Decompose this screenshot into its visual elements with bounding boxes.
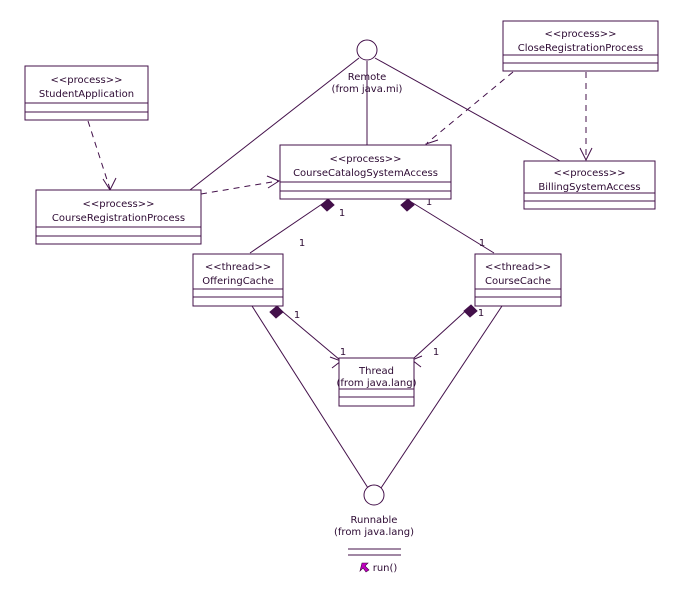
edge-catalog-to-course-cache	[407, 199, 495, 254]
class-name: CourseCache	[485, 276, 551, 287]
interface-name: Runnable	[351, 515, 398, 526]
public-operation-marker-icon	[359, 562, 370, 573]
class-node-billing-system-access[interactable]: <<process>> BillingSystemAccess	[523, 160, 656, 210]
composition-diamond-course-cache-thread	[463, 304, 478, 318]
class-node-student-application[interactable]: <<process>> StudentApplication	[24, 65, 149, 121]
multiplicity-label: 1	[478, 308, 484, 319]
edge-course-registration-to-course-catalog	[200, 180, 279, 195]
composition-diamond-offering-thread	[269, 305, 284, 319]
edge-catalog-to-offering-cache	[249, 199, 329, 254]
edge-offering-cache-to-thread	[276, 306, 341, 361]
class-stereotype: <<thread>>	[205, 262, 271, 273]
class-name: Thread	[358, 366, 394, 377]
class-stereotype: <<process>>	[545, 29, 617, 40]
class-node-thread[interactable]: Thread (from java.lang)	[337, 357, 417, 407]
class-node-course-cache[interactable]: <<thread>> CourseCache	[474, 253, 562, 307]
multiplicity-label: 1	[479, 238, 485, 249]
edge-remote-to-course-registration	[189, 57, 360, 191]
class-stereotype: <<process>>	[330, 154, 402, 165]
multiplicity-label: 1	[433, 347, 439, 358]
composition-diamond-catalog-course-cache	[400, 198, 415, 212]
class-name: OfferingCache	[202, 276, 274, 287]
multiplicity-label: 1	[340, 347, 346, 358]
interface-name: Remote	[348, 72, 387, 83]
interface-node-remote[interactable]: Remote (from java.mi)	[332, 39, 403, 95]
class-name: CloseRegistrationProcess	[518, 43, 643, 54]
interface-package: (from java.mi)	[332, 84, 403, 95]
interface-package: (from java.lang)	[334, 527, 414, 538]
arrowhead-close-registration-to-billing	[579, 147, 593, 162]
interface-operation: run()	[373, 563, 398, 574]
class-node-close-registration-process[interactable]: <<process>> CloseRegistrationProcess	[502, 20, 659, 72]
edges-layer	[87, 57, 593, 489]
class-stereotype: <<process>>	[51, 75, 123, 86]
arrowhead-course-registration-dependency	[266, 175, 281, 189]
multiplicity-label: 1	[426, 197, 432, 208]
class-stereotype: <<process>>	[83, 199, 155, 210]
class-node-course-registration-process[interactable]: <<process>> CourseRegistrationProcess	[35, 189, 202, 245]
class-name: BillingSystemAccess	[538, 182, 640, 193]
interface-circle-runnable	[363, 484, 385, 506]
composition-diamond-catalog-offering	[320, 198, 335, 212]
edge-offering-cache-to-runnable	[251, 305, 369, 489]
edge-course-cache-to-thread	[413, 305, 472, 359]
class-stereotype: <<process>>	[554, 168, 626, 179]
class-name: CourseCatalogSystemAccess	[293, 168, 438, 179]
multiplicity-label: 1	[299, 238, 305, 249]
interface-circle-remote	[356, 39, 378, 61]
edge-student-app-to-course-registration	[87, 120, 111, 190]
edge-close-registration-to-course-catalog	[426, 71, 514, 144]
multiplicity-label: 1	[294, 310, 300, 321]
class-stereotype: <<thread>>	[485, 262, 551, 273]
multiplicity-label: 1	[339, 208, 345, 219]
edge-course-cache-to-runnable	[380, 305, 503, 489]
multiplicity-labels-layer: 1 1 1 1 1 1 1 1	[294, 197, 485, 358]
class-node-course-catalog-system-access[interactable]: <<process>> CourseCatalogSystemAccess	[279, 144, 452, 200]
class-package: (from java.lang)	[337, 378, 417, 389]
interface-node-runnable[interactable]: Runnable (from java.lang) run()	[334, 484, 414, 574]
class-name: StudentApplication	[39, 89, 134, 100]
class-node-offering-cache[interactable]: <<thread>> OfferingCache	[192, 253, 284, 307]
class-name: CourseRegistrationProcess	[52, 213, 185, 224]
